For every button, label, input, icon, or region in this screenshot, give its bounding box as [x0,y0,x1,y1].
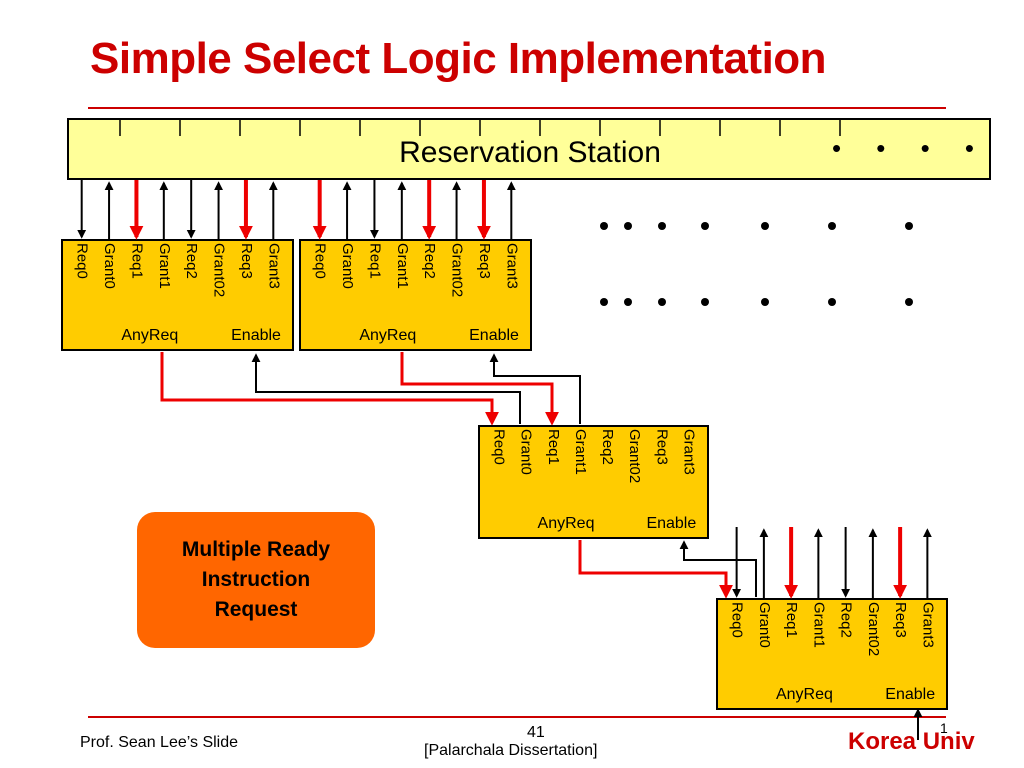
pin-label-req2: Req2 [421,243,438,279]
pin-label-grant02: Grant02 [211,243,228,297]
pin-label-req0: Req0 [74,243,91,279]
pin-label-req3: Req3 [238,243,255,279]
footer-citation: [Palarchala Dissertation] [424,742,598,759]
pin-label-req1: Req1 [366,243,383,279]
arbiter-cell-b: Req0 Grant0 Req1 Grant1 Req2 Grant02 Req3 Grant… [299,180,532,351]
callout-line-2: Instruction [201,568,311,591]
arbiter-cell-a: Req0 Grant0 Req1 Grant1 Req2 Grant02 Req3 Grant… [61,180,294,351]
title-divider [88,107,946,109]
pin-label-grant0: Grant0 [101,243,118,289]
callout-line-1: Multiple Ready [181,538,331,561]
pin-label-grant1: Grant1 [156,243,173,289]
anyreq-b-to-c-req1 [400,352,559,426]
pin-label-req1: Req1 [545,429,562,465]
slide-number: 1 [940,720,948,736]
more-arbiters-dots [600,222,913,306]
enable-input-label: Enable [885,686,935,703]
grant-d-to-enable-c [679,540,757,597]
pin-label-grant02: Grant02 [626,429,643,483]
anyreq-c-to-d-req0 [578,540,733,599]
reservation-station-label: Reservation Station [399,136,661,169]
pin-label-grant3: Grant3 [919,602,936,648]
anyreq-output-label: AnyReq [359,327,416,344]
footer-brand: Korea Univ [848,728,975,755]
anyreq-output-label: AnyReq [121,327,178,344]
continuation-dots: • • • • [832,133,988,163]
arbiter-connections [160,352,923,740]
arbiter-cell-d: Req0 Grant0 Req1 Grant1 Req2 Grant02 Req3 Grant… [716,527,948,710]
pin-label-req0: Req0 [312,243,329,279]
pin-label-grant02: Grant02 [865,602,882,656]
pin-label-grant3: Grant3 [680,429,697,475]
footer-page-number: 41 [527,724,545,741]
enable-input-label: Enable [646,515,696,532]
pin-label-req3: Req3 [892,602,909,638]
pin-label-grant1: Grant1 [810,602,827,648]
pin-label-req2: Req2 [599,429,616,465]
pin-label-grant3: Grant3 [265,243,282,289]
pin-label-grant1: Grant1 [572,429,589,475]
callout-multiple-ready-request: Multiple Ready Instruction Request [137,512,375,648]
pin-label-grant02: Grant02 [449,243,466,297]
pin-label-grant0: Grant0 [756,602,773,648]
pin-label-grant0: Grant0 [339,243,356,289]
reservation-entry-dividers [119,120,841,136]
enable-input-label: Enable [469,327,519,344]
pin-label-grant3: Grant3 [503,243,520,289]
pin-label-req3: Req3 [653,429,670,465]
footer-author: Prof. Sean Lee’s Slide [80,734,239,751]
grant-c-to-enable-b [489,353,581,424]
callout-line-3: Request [214,598,298,621]
footer-divider [88,716,946,718]
pin-label-req2: Req2 [183,243,200,279]
grant-c-to-enable-a [251,353,521,424]
pin-label-req0: Req0 [491,429,508,465]
pin-label-req3: Req3 [476,243,493,279]
pin-label-req1: Req1 [128,243,145,279]
page-title: Simple Select Logic Implementation [90,34,827,83]
pin-label-grant0: Grant0 [518,429,535,475]
anyreq-output-label: AnyReq [538,515,595,532]
enable-input-label: Enable [231,327,281,344]
anyreq-output-label: AnyReq [776,686,833,703]
anyreq-a-to-c-req0 [160,352,499,426]
pin-label-req0: Req0 [729,602,746,638]
reservation-station: Reservation Station • • • • [67,118,991,180]
arbiter-cell-c: Req0 Grant0 Req1 Grant1 Req2 Grant02 Req3 Grant… [478,425,709,539]
pin-label-req1: Req1 [783,602,800,638]
pin-label-grant1: Grant1 [394,243,411,289]
pin-label-req2: Req2 [838,602,855,638]
